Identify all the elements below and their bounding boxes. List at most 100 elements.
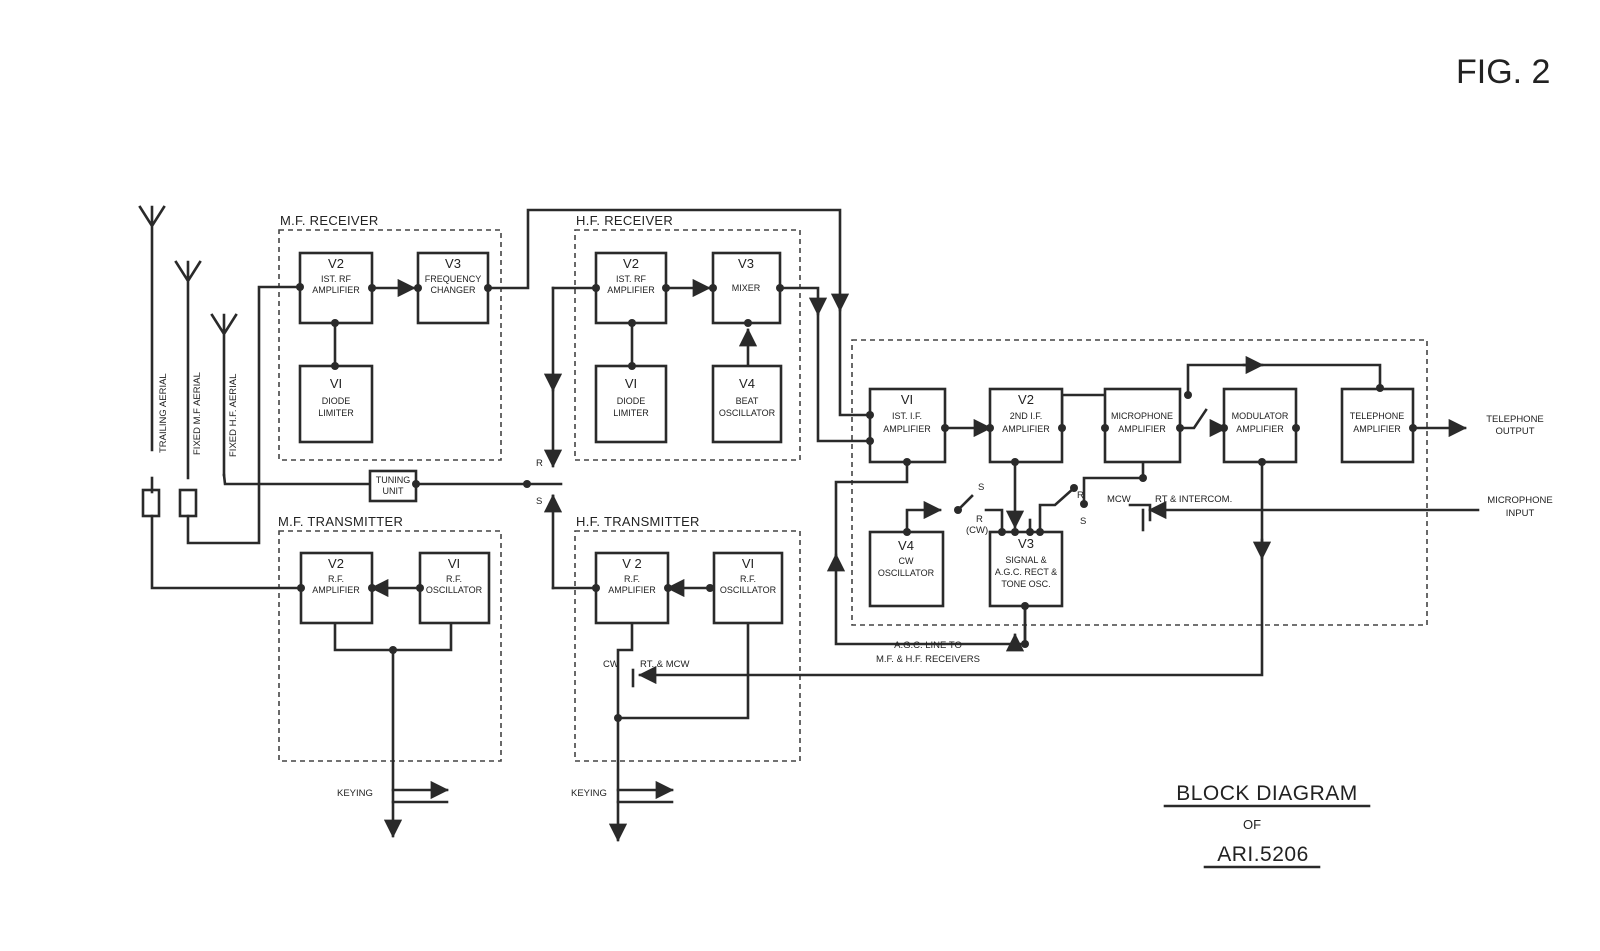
mf-rx-v2-block: V2 IST. RF AMPLIFIER <box>298 251 374 325</box>
svg-text:TELEPHONE: TELEPHONE <box>1350 411 1405 421</box>
hf-transmitter-title: H.F. TRANSMITTER <box>576 514 700 529</box>
figure-label: FIG. 2 <box>1456 53 1550 91</box>
if-v2-block: V2 2ND I.F. AMPLIFIER <box>988 387 1064 464</box>
modulator-amplifier-block: MODULATOR AMPLIFIER <box>1222 387 1298 464</box>
title-line-2: OF <box>1243 817 1261 832</box>
svg-text:DIODE: DIODE <box>322 396 351 406</box>
svg-text:OSCILLATOR: OSCILLATOR <box>878 568 935 578</box>
svg-text:V2: V2 <box>623 256 639 271</box>
svg-text:IST. RF: IST. RF <box>616 274 647 284</box>
label-s-cw: S <box>978 482 984 493</box>
hf-rx-v4-block: V4 BEAT OSCILLATOR <box>711 364 783 444</box>
svg-text:OSCILLATOR: OSCILLATOR <box>426 585 483 595</box>
label-microphone-input-2: INPUT <box>1506 508 1535 519</box>
svg-text:DIODE: DIODE <box>617 396 646 406</box>
mf-tx-v2-block: V2 R.F. AMPLIFIER <box>299 551 374 625</box>
label-microphone-input-1: MICROPHONE <box>1487 495 1552 506</box>
svg-text:AMPLIFIER: AMPLIFIER <box>1118 424 1166 434</box>
svg-text:V3: V3 <box>445 256 461 271</box>
hf-rx-v3-block: V3 MIXER <box>711 251 782 325</box>
svg-text:UNIT: UNIT <box>383 486 404 496</box>
mf-transmitter-section <box>278 530 502 762</box>
label-rt-mcw-hftx: RT. & MCW <box>640 659 689 670</box>
svg-text:TONE OSC.: TONE OSC. <box>1001 579 1050 589</box>
svg-text:A.G.C. RECT &: A.G.C. RECT & <box>995 567 1057 577</box>
label-cw-hftx: CW <box>603 659 619 670</box>
fixed-hf-aerial <box>210 313 238 477</box>
fixed-mf-aerial-label: FIXED M.F AERIAL <box>192 372 203 455</box>
label-r-cw-sub: (CW) <box>966 525 988 536</box>
mf-rx-v3-block: V3 FREQUENCY CHANGER <box>416 251 490 325</box>
mf-transmitter-title: M.F. TRANSMITTER <box>278 514 403 529</box>
svg-text:R.F.: R.F. <box>624 574 640 584</box>
svg-text:VI: VI <box>742 556 754 571</box>
hf-tx-v1-block: VI R.F. OSCILLATOR <box>712 551 784 625</box>
label-r-cw: R <box>976 514 983 525</box>
label-keying-hf: KEYING <box>571 788 607 799</box>
hf-receiver-section <box>574 229 801 461</box>
label-agc-line-2: M.F. & H.F. RECEIVERS <box>876 654 980 665</box>
svg-text:VI: VI <box>625 376 637 391</box>
svg-text:FREQUENCY: FREQUENCY <box>425 274 482 284</box>
svg-text:V2: V2 <box>328 256 344 271</box>
svg-text:VI: VI <box>448 556 460 571</box>
mf-rx-v1-block: VI DIODE LIMITER <box>298 364 374 444</box>
svg-text:MIXER: MIXER <box>732 283 761 293</box>
fixed-mf-aerial <box>174 260 202 518</box>
svg-text:R.F.: R.F. <box>740 574 756 584</box>
cw-oscillator-block: V4 CW OSCILLATOR <box>868 530 945 608</box>
svg-text:V4: V4 <box>898 538 914 553</box>
svg-text:IST. I.F.: IST. I.F. <box>892 411 922 421</box>
svg-text:AMPLIFIER: AMPLIFIER <box>608 585 656 595</box>
svg-text:CHANGER: CHANGER <box>430 285 476 295</box>
svg-text:2ND I.F.: 2ND I.F. <box>1010 411 1043 421</box>
telephone-amplifier-block: TELEPHONE AMPLIFIER <box>1340 387 1415 464</box>
label-mcw: MCW <box>1107 494 1131 505</box>
svg-text:V2: V2 <box>328 556 344 571</box>
mf-receiver-title: M.F. RECEIVER <box>280 213 379 228</box>
if-v1-block: VI IST. I.F. AMPLIFIER <box>868 387 947 464</box>
svg-text:VI: VI <box>330 376 342 391</box>
hf-receiver-title: H.F. RECEIVER <box>576 213 673 228</box>
trailing-aerial <box>138 205 166 518</box>
label-s-mcw: S <box>1080 516 1086 527</box>
microphone-amplifier-block: MICROPHONE AMPLIFIER <box>1103 387 1182 464</box>
svg-text:OSCILLATOR: OSCILLATOR <box>720 585 777 595</box>
svg-text:IST. RF: IST. RF <box>321 274 352 284</box>
svg-text:BEAT: BEAT <box>736 396 759 406</box>
svg-text:AMPLIFIER: AMPLIFIER <box>607 285 655 295</box>
hf-tx-v2-block: V 2 R.F. AMPLIFIER <box>594 551 670 625</box>
hf-rx-v1-block: VI DIODE LIMITER <box>594 364 668 444</box>
label-keying-mf: KEYING <box>337 788 373 799</box>
svg-text:R.F.: R.F. <box>328 574 344 584</box>
svg-text:TUNING: TUNING <box>376 475 411 485</box>
svg-text:R.F.: R.F. <box>446 574 462 584</box>
fixed-hf-aerial-label: FIXED H.F. AERIAL <box>228 374 239 457</box>
signal-agc-tone-block: V3 SIGNAL & A.G.C. RECT & TONE OSC. <box>988 530 1064 608</box>
svg-text:SIGNAL &: SIGNAL & <box>1005 555 1046 565</box>
title-line-3: ARI.5206 <box>1217 843 1309 866</box>
junction-dots <box>296 283 1417 722</box>
title-line-1: BLOCK DIAGRAM <box>1176 782 1358 805</box>
svg-text:AMPLIFIER: AMPLIFIER <box>1236 424 1284 434</box>
wiring <box>150 208 1480 842</box>
svg-text:OSCILLATOR: OSCILLATOR <box>719 408 776 418</box>
tuning-unit-block: TUNING UNIT <box>368 469 418 503</box>
svg-text:V2: V2 <box>1018 392 1034 407</box>
svg-text:AMPLIFIER: AMPLIFIER <box>312 585 360 595</box>
svg-text:MODULATOR: MODULATOR <box>1232 411 1289 421</box>
svg-text:V3: V3 <box>1018 536 1034 551</box>
svg-text:LIMITER: LIMITER <box>318 408 354 418</box>
svg-text:AMPLIFIER: AMPLIFIER <box>1353 424 1401 434</box>
mf-tx-v1-block: VI R.F. OSCILLATOR <box>418 551 491 625</box>
label-telephone-output-2: OUTPUT <box>1495 426 1534 437</box>
hf-transmitter-section <box>574 530 801 762</box>
label-s-main: S <box>536 496 542 507</box>
label-r-main: R <box>536 458 543 469</box>
label-telephone-output-1: TELEPHONE <box>1486 414 1544 425</box>
svg-text:V4: V4 <box>739 376 755 391</box>
hf-rx-v2-block: V2 IST. RF AMPLIFIER <box>594 251 668 325</box>
svg-text:AMPLIFIER: AMPLIFIER <box>312 285 360 295</box>
svg-text:CW: CW <box>899 556 914 566</box>
